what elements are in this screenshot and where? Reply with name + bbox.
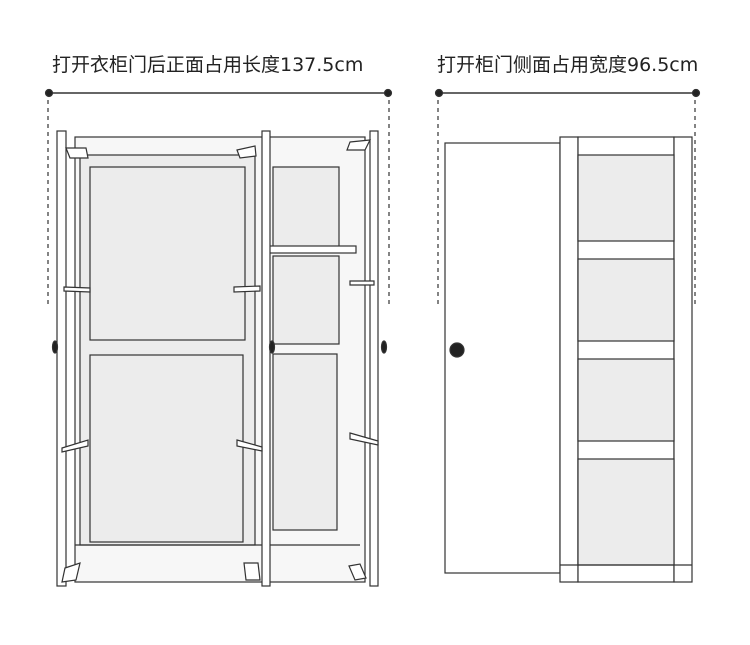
left-door [56, 130, 67, 587]
front-view-wardrobe [51, 130, 388, 587]
side-dimension-line [434, 88, 701, 308]
side-view-wardrobe [444, 136, 693, 583]
front-view-title: 打开衣柜门后正面占用长度137.5cm [52, 54, 364, 76]
open-door [444, 142, 561, 574]
middle-door [261, 130, 271, 587]
front-dimension-line [44, 88, 393, 308]
knob-icon [268, 340, 276, 354]
right-door [369, 130, 379, 587]
knob-icon [51, 340, 59, 354]
knob-icon [449, 342, 465, 358]
side-view-title: 打开柜门侧面占用宽度96.5cm [437, 54, 699, 76]
knob-icon [380, 340, 388, 354]
